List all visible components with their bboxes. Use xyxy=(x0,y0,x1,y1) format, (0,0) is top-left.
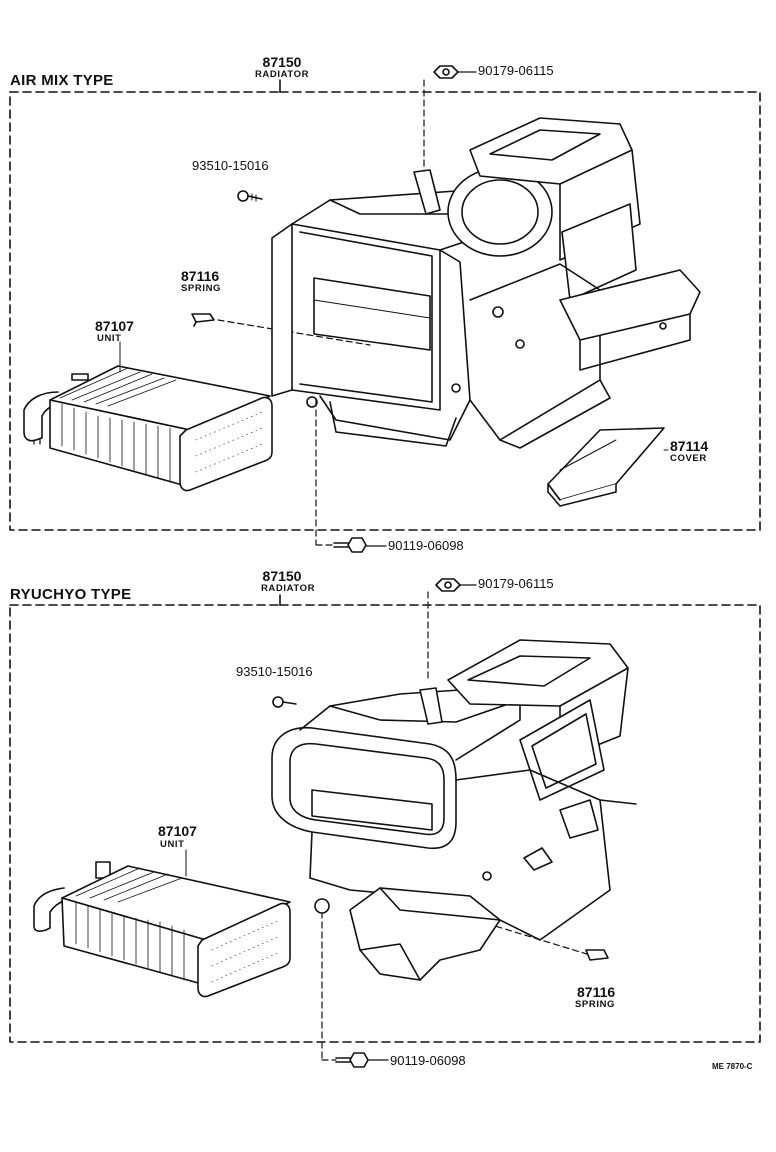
heater-core-unit-1 xyxy=(23,365,273,492)
radiator-name-2: RADIATOR xyxy=(260,583,316,594)
spring-number-2[interactable]: 87116 xyxy=(577,984,616,1000)
radiator-number-1: 87150 xyxy=(262,54,302,70)
section-title-ryuchyo: RYUCHYO TYPE xyxy=(10,586,132,603)
bolt-icon-2 xyxy=(335,1052,389,1068)
unit-name-1: UNIT xyxy=(97,333,122,344)
section-title-air-mix: AIR MIX TYPE xyxy=(10,72,114,89)
screw-part-number-2[interactable]: 93510-15016 xyxy=(236,664,313,679)
radiator-number-2: 87150 xyxy=(262,568,302,584)
unit-number-2[interactable]: 87107 xyxy=(158,823,197,839)
spring-name-1: SPRING xyxy=(181,283,222,294)
cover-part xyxy=(547,427,669,507)
section-1-leaders xyxy=(217,79,425,546)
screw-icon xyxy=(237,190,263,202)
screw-part-number-1[interactable]: 93510-15016 xyxy=(192,158,269,173)
section-2-boundary xyxy=(9,594,761,1043)
spring-name-2: SPRING xyxy=(575,999,616,1010)
bolt-part-number-1[interactable]: 90119-06098 xyxy=(388,538,464,553)
bolt-icon xyxy=(333,537,387,553)
bolt-part-number-2[interactable]: 90119-06098 xyxy=(390,1053,466,1068)
nut-icon-2 xyxy=(435,578,477,592)
nut-part-number-2[interactable]: 90179-06115 xyxy=(478,576,554,591)
unit-name-2: UNIT xyxy=(160,839,185,850)
heater-core-unit-2 xyxy=(33,861,291,998)
drawing-reference: ME 7870-C xyxy=(712,1062,753,1071)
screw-icon-2 xyxy=(272,696,297,708)
spring-clip-icon xyxy=(191,313,215,327)
unit-number-1[interactable]: 87107 xyxy=(95,318,134,334)
cover-name: COVER xyxy=(670,453,707,464)
spring-clip-icon-2 xyxy=(585,949,609,961)
radiator-name-1: RADIATOR xyxy=(254,69,310,80)
nut-icon xyxy=(433,65,477,79)
heater-case-1 xyxy=(271,117,701,449)
heater-case-2 xyxy=(271,639,637,981)
nut-part-number-1[interactable]: 90179-06115 xyxy=(478,63,554,78)
cover-number[interactable]: 87114 xyxy=(670,438,709,454)
spring-number-1[interactable]: 87116 xyxy=(181,268,220,284)
